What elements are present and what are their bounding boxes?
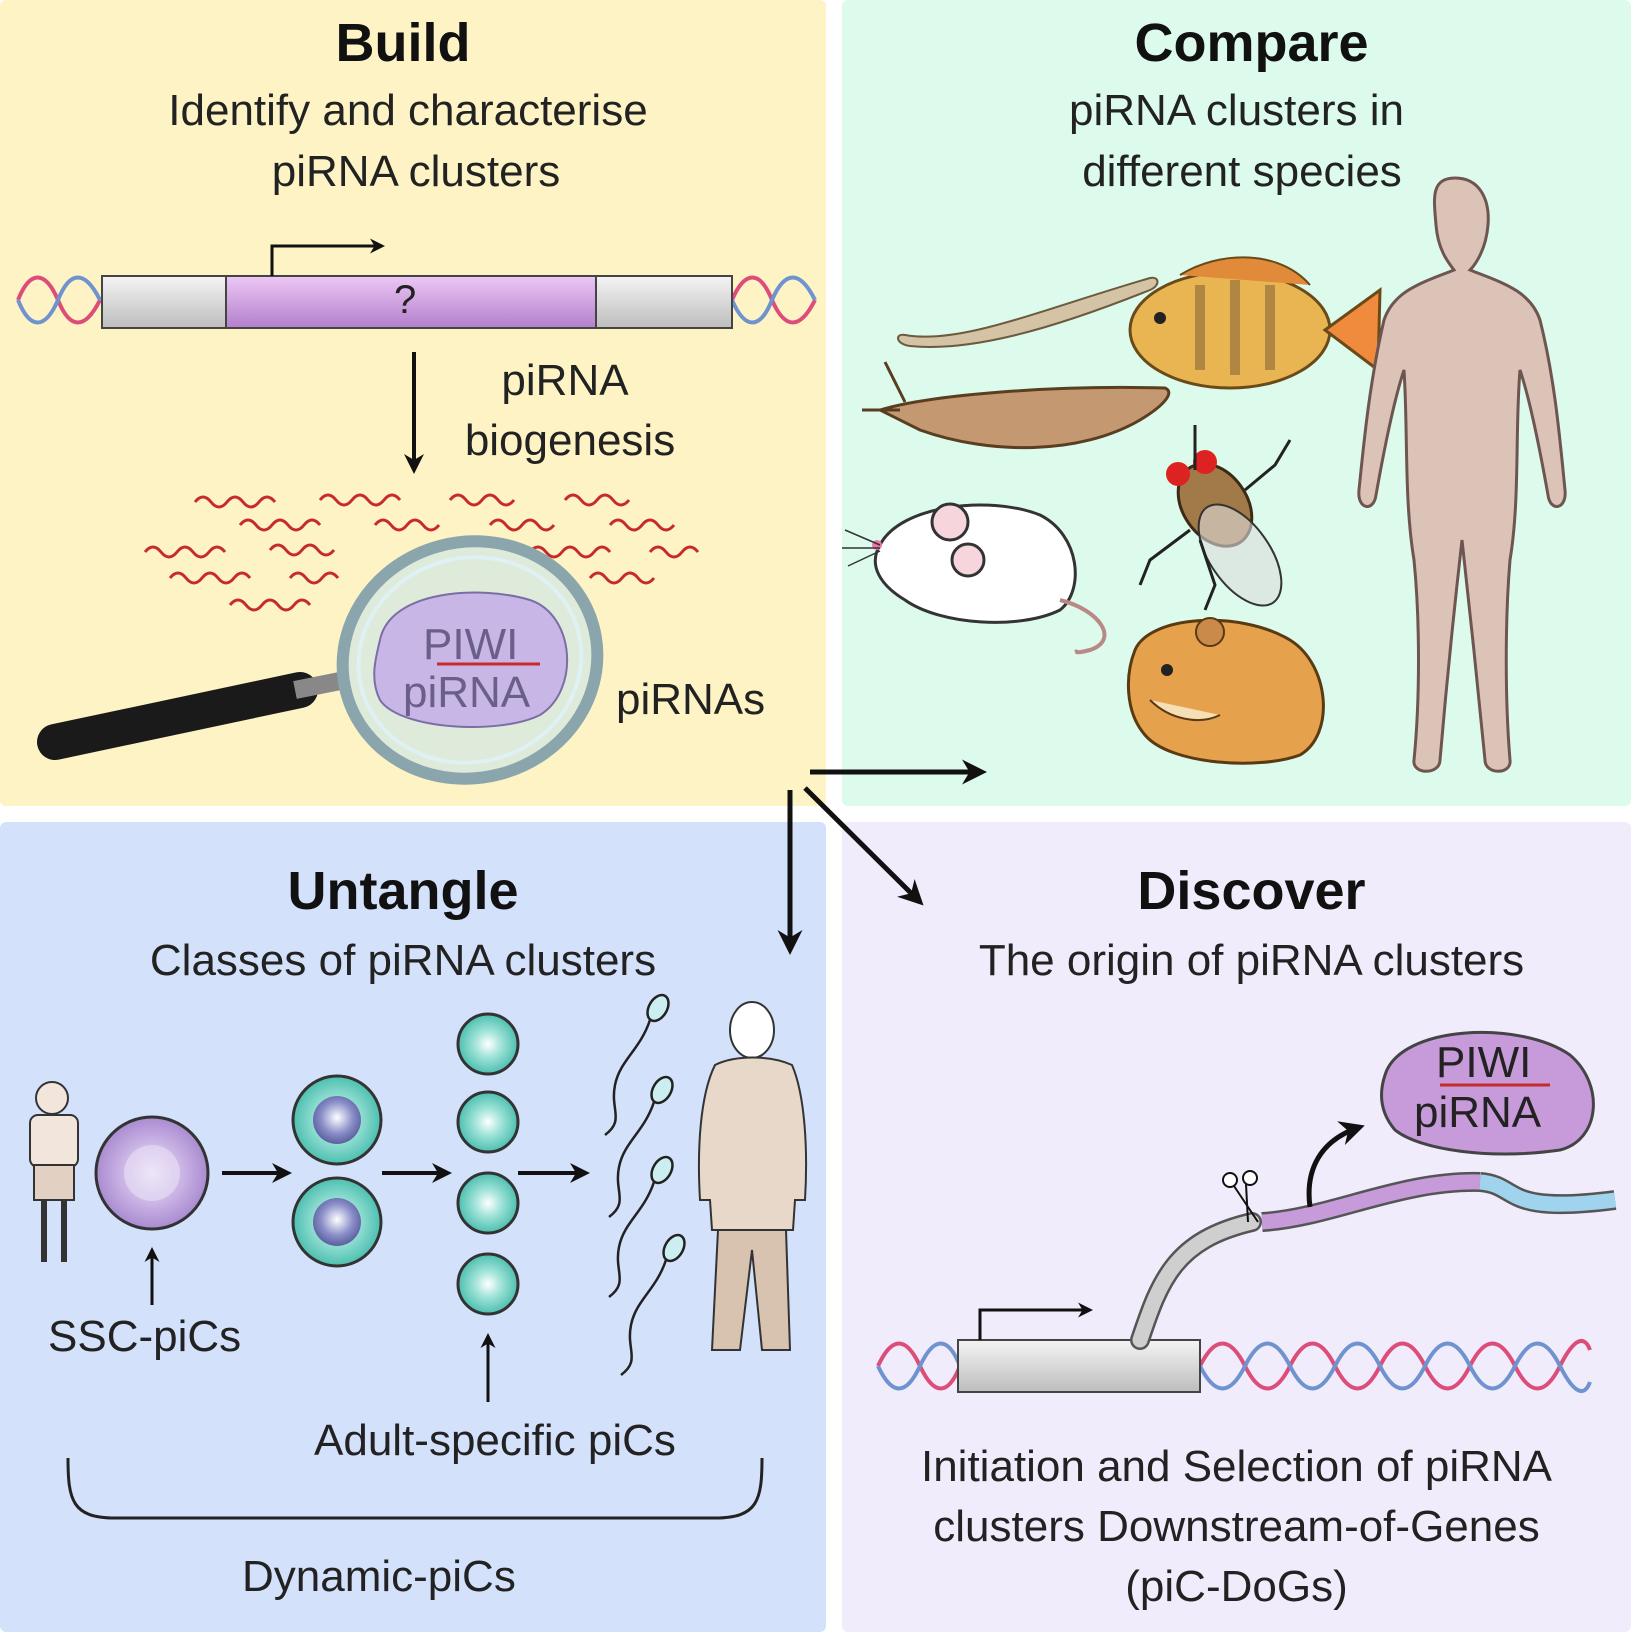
compare-title: Compare (1134, 13, 1369, 73)
pirnas-label: piRNAs (616, 675, 766, 724)
compare-subtitle-line1: piRNA clusters in (1068, 86, 1404, 135)
biogenesis-label-line1: piRNA (501, 356, 629, 405)
arrow-to-discover-icon (803, 786, 924, 906)
planarian-icon (897, 276, 1159, 348)
spermatocyte-cells-icon (291, 1074, 383, 1268)
gene-body-icon (957, 1339, 1201, 1393)
untangle-title: Untangle (287, 861, 519, 921)
piwi-discover-label: PIWI (1436, 1038, 1532, 1087)
gene-promoter-arrow-icon (978, 1302, 1093, 1340)
biogenesis-label-line2: biogenesis (464, 416, 676, 465)
pirna-discover-label: piRNA (1414, 1088, 1542, 1137)
transcript-blue-fill (1479, 1174, 1616, 1212)
pirna-label: piRNA (403, 668, 531, 717)
pirna-squiggles-icon (143, 493, 700, 612)
discover-caption-line3: (piC-DoGs) (1125, 1562, 1348, 1611)
hamster-icon (1126, 617, 1325, 765)
man-icon (697, 1001, 808, 1351)
adult-specific-label: Adult-specific piCs (314, 1416, 676, 1465)
dna-helix-bottom-icon (876, 1339, 1592, 1393)
slug-icon (862, 361, 1171, 450)
build-title: Build (335, 13, 471, 73)
promoter-arrow-icon (270, 238, 385, 276)
transcript-purple-fill (1261, 1174, 1481, 1230)
sperm-icon (604, 993, 686, 1376)
ssc-cell-icon (94, 1115, 210, 1231)
transcript-grey-fill (1132, 1214, 1260, 1348)
compare-subtitle-line2: different species (1082, 147, 1402, 196)
boy-icon (29, 1081, 79, 1262)
cluster-question-mark: ? (394, 278, 417, 322)
build-subtitle-line1: Identify and characterise (168, 86, 648, 135)
fish-icon (1128, 256, 1382, 390)
discover-subtitle: The origin of piRNA clusters (978, 936, 1525, 985)
human-icon (1357, 176, 1567, 773)
mouse-icon (842, 502, 1107, 655)
dynamic-brace-icon (66, 1457, 764, 1520)
scissors-icon (1222, 1170, 1259, 1223)
piwi-label: PIWI (423, 620, 519, 669)
discover-caption-line2: clusters Downstream-of-Genes (933, 1502, 1540, 1551)
dynamic-label: Dynamic-piCs (242, 1552, 516, 1601)
fly-icon (1138, 425, 1292, 611)
piwi-protein-discover-icon (1379, 1030, 1595, 1156)
dna-helix-left-icon (16, 275, 102, 325)
build-subtitle-line2: piRNA clusters (271, 147, 561, 196)
cluster-locus-icon (101, 275, 733, 329)
dna-helix-right-icon (730, 275, 817, 325)
piwi-protein-icon (373, 591, 569, 728)
release-arrow-icon (1306, 1121, 1365, 1208)
untangle-subtitle: Classes of piRNA clusters (149, 936, 657, 985)
ssc-label: SSC-piCs (48, 1312, 242, 1361)
discover-title: Discover (1137, 861, 1366, 921)
discover-caption-line1: Initiation and Selection of piRNA (920, 1442, 1553, 1491)
spermatid-cells-icon (456, 1012, 520, 1316)
